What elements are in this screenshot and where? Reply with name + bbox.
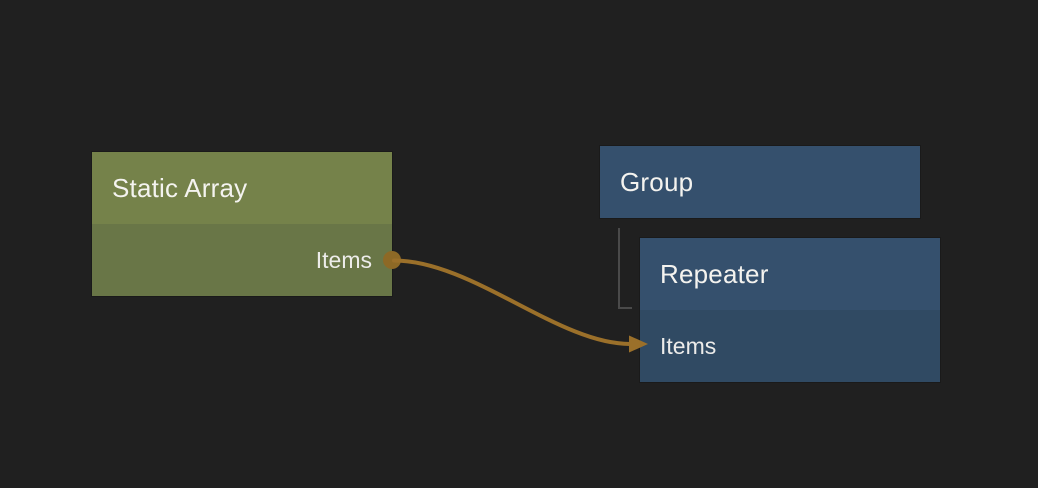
node-group-title: Group xyxy=(620,166,694,197)
node-static-array-title: Static Array xyxy=(112,172,248,203)
node-repeater-header[interactable]: Repeater xyxy=(640,238,940,310)
node-repeater[interactable]: Repeater Items xyxy=(640,238,940,382)
node-repeater-title: Repeater xyxy=(660,258,769,289)
node-static-array[interactable]: Static Array Items xyxy=(92,152,401,296)
static-array-items-output-port-dot[interactable] xyxy=(383,251,401,269)
group-repeater-hierarchy-line xyxy=(618,228,632,309)
node-group[interactable]: Group xyxy=(600,146,920,218)
node-static-array-header[interactable]: Static Array xyxy=(92,152,392,224)
connection-wire[interactable] xyxy=(392,258,632,346)
repeater-items-input-row[interactable]: Items xyxy=(640,310,940,382)
static-array-items-output-label: Items xyxy=(315,246,372,273)
repeater-items-input-label: Items xyxy=(660,332,717,359)
static-array-items-output-row[interactable]: Items xyxy=(92,224,392,296)
